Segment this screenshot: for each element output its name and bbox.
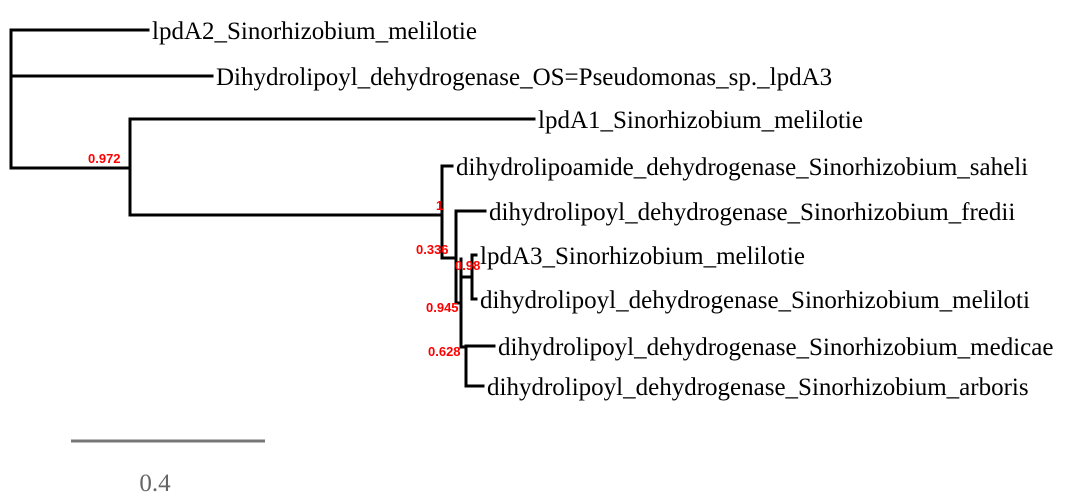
support-value: 0.972 <box>88 151 121 166</box>
support-value: 0.628 <box>428 344 461 359</box>
support-value: 0.98 <box>455 258 480 273</box>
leaf-label: Dihydrolipoyl_dehydrogenase_OS=Pseudomon… <box>216 64 832 91</box>
leaf-label: dihydrolipoyl_dehydrogenase_Sinorhizobiu… <box>489 199 1015 226</box>
leaf-label: dihydrolipoyl_dehydrogenase_Sinorhizobiu… <box>498 334 1053 361</box>
leaf-label: dihydrolipoamide_dehydrogenase_Sinorhizo… <box>456 154 1028 181</box>
support-value: 0.336 <box>416 242 449 257</box>
leaf-label: lpdA3_Sinorhizobium_melilotie <box>480 243 805 270</box>
leaf-label: lpdA2_Sinorhizobium_melilotie <box>152 18 477 45</box>
leaf-label: dihydrolipoyl_dehydrogenase_Sinorhizobiu… <box>480 287 1030 314</box>
support-value: 0.945 <box>426 300 459 315</box>
leaf-label: lpdA1_Sinorhizobium_melilotie <box>538 107 863 134</box>
leaf-label: dihydrolipoyl_dehydrogenase_Sinorhizobiu… <box>487 374 1029 401</box>
scale-label: 0.4 <box>139 470 171 497</box>
support-value: 1 <box>436 198 443 213</box>
